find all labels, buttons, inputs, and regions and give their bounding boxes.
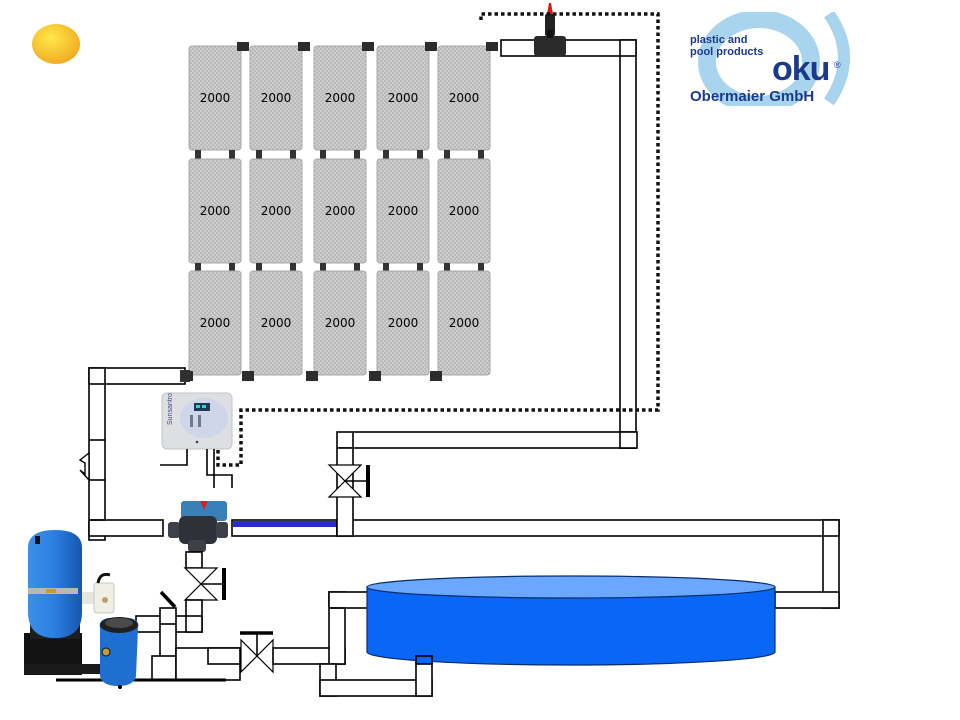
solar-panel — [376, 158, 430, 264]
check-valve-icon — [78, 451, 90, 482]
filter-outlet-valve-icon — [183, 567, 226, 601]
heated-return-indicator — [233, 521, 337, 527]
solar-panel-label: 2000 — [261, 316, 292, 330]
logo-tagline-1: plastic and — [690, 34, 748, 46]
svg-text:Sunsantro: Sunsantro — [167, 393, 174, 425]
solar-panel-label: 2000 — [261, 91, 292, 105]
solar-panel — [188, 45, 242, 151]
panel-connector — [229, 263, 235, 271]
solar-panel-label: 2000 — [449, 204, 480, 218]
panel-connector — [320, 150, 326, 159]
solar-panel — [437, 270, 491, 376]
panel-connector — [229, 150, 235, 159]
solar-panel-label: 2000 — [200, 316, 231, 330]
panel-header-connector — [362, 42, 374, 51]
solar-panel-label: 2000 — [325, 204, 356, 218]
solar-panel-label: 2000 — [449, 91, 480, 105]
panel-header-connector — [306, 371, 318, 381]
solar-panel — [188, 158, 242, 264]
panel-connector — [383, 150, 389, 159]
panel-header-connector — [369, 371, 381, 381]
solar-bypass-valve-icon — [327, 464, 370, 498]
panel-connector — [417, 150, 423, 159]
panel-connector — [354, 263, 360, 271]
oku-logo: plastic and pool products oku ® Obermaie… — [684, 12, 860, 106]
solar-panel — [313, 45, 367, 151]
solar-panel — [437, 158, 491, 264]
solar-panel — [249, 270, 303, 376]
panel-connector — [256, 263, 262, 271]
solar-panel — [313, 158, 367, 264]
solar-panel — [249, 158, 303, 264]
logo-ring-icon — [698, 12, 850, 106]
solar-panel-label: 2000 — [325, 316, 356, 330]
motorized-valve-icon — [168, 501, 228, 552]
panel-connector — [195, 150, 201, 159]
sun-icon — [32, 24, 80, 64]
logo-tagline-2: pool products — [690, 46, 764, 58]
solar-panel — [313, 270, 367, 376]
panel-connector — [478, 150, 484, 159]
logo-registered-mark: ® — [834, 60, 841, 70]
solar-panel-label: 2000 — [388, 204, 419, 218]
pool-inlet-valve-icon — [240, 631, 274, 674]
solar-panel-label: 2000 — [325, 91, 356, 105]
solar-panel — [437, 45, 491, 151]
panel-header-connector — [425, 42, 437, 51]
logo-brand-name: oku — [772, 50, 830, 88]
panel-connector — [417, 263, 423, 271]
panel-header-connector — [486, 42, 498, 51]
panel-header-connector — [430, 371, 442, 381]
panel-connector — [256, 150, 262, 159]
solar-panel-label: 2000 — [388, 316, 419, 330]
air-vent-icon — [534, 3, 566, 56]
panel-connector — [478, 263, 484, 271]
solar-panel-label: 2000 — [388, 91, 419, 105]
logo-company: Obermaier GmbH — [690, 88, 815, 105]
pool — [366, 575, 776, 666]
panel-connector — [383, 263, 389, 271]
solar-panel-label: 2000 — [200, 204, 231, 218]
panel-connector — [195, 263, 201, 271]
panel-header-connector — [242, 371, 254, 381]
panel-connector — [444, 150, 450, 159]
solar-panel — [376, 270, 430, 376]
panel-header-connector — [237, 42, 249, 51]
main-return-pipe — [231, 447, 840, 609]
panel-connector — [290, 150, 296, 159]
panel-connector — [354, 150, 360, 159]
solar-panel — [249, 45, 303, 151]
sensor-cable — [216, 12, 660, 467]
pool-pump-icon — [99, 617, 139, 689]
solar-panel-array: 2000 2000 2000 2000 2000 2000 2000 2000 2000 2000… — [181, 42, 498, 381]
solar-panel-label: 2000 — [449, 316, 480, 330]
solar-controller: Sunsantro — [161, 392, 233, 450]
panel-header-connector — [298, 42, 310, 51]
panel-connector — [290, 263, 296, 271]
solar-panel-label: 2000 — [261, 204, 292, 218]
panel-connector — [320, 263, 326, 271]
solar-panel — [376, 45, 430, 151]
solar-panel-label: 2000 — [200, 91, 231, 105]
solar-panel — [188, 270, 242, 376]
sand-filter-icon — [24, 530, 115, 675]
panel-connector — [444, 263, 450, 271]
